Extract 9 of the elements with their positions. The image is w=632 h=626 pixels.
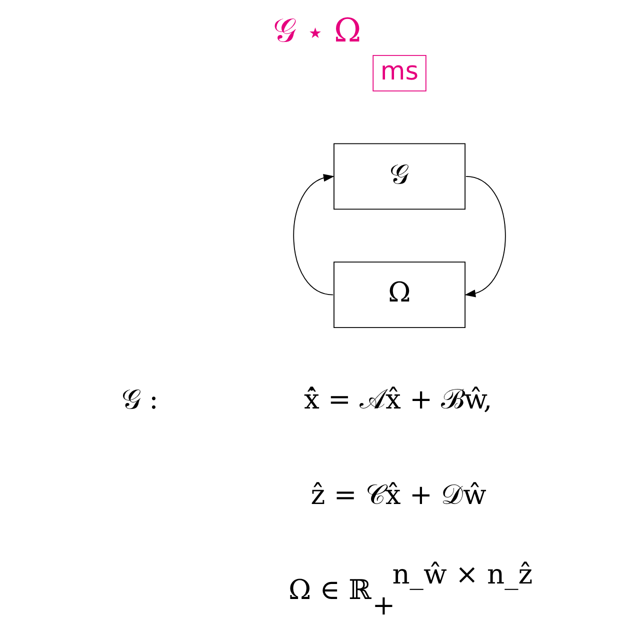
arrow xyxy=(464,176,506,298)
label: ẑ = 𝒞x̂ + 𝒟ŵ xyxy=(310,480,486,512)
node-box: ms xyxy=(372,54,426,92)
label: x̂̇ = 𝒜x̂ + ℬŵ, xyxy=(304,384,492,416)
node-box: Ω xyxy=(334,262,466,328)
node-box: 𝒢 xyxy=(334,143,466,210)
label: 𝒢 : xyxy=(121,384,158,416)
diagram-title: 𝒢 ⋆ Ω xyxy=(273,12,362,50)
arrow xyxy=(293,174,334,296)
